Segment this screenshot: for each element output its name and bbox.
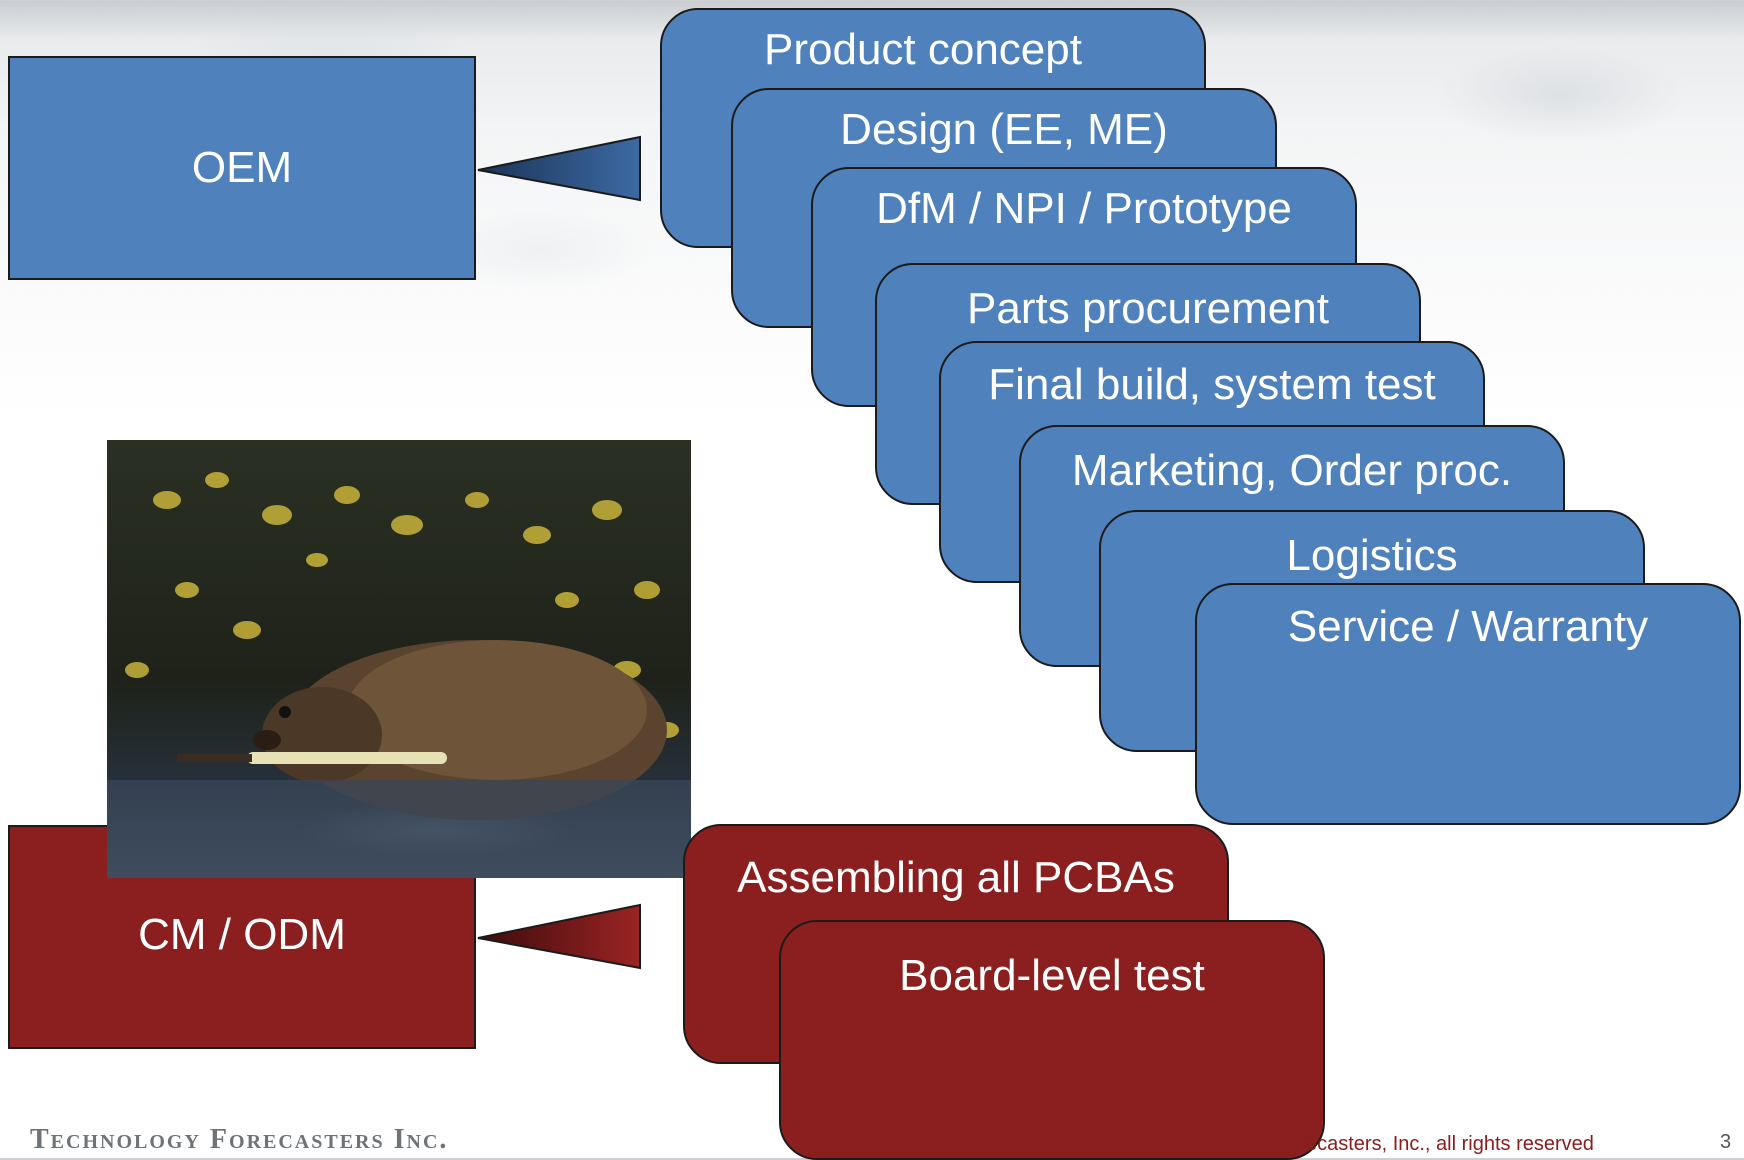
oem-label: OEM — [191, 143, 293, 192]
cm-label: CM / ODM — [138, 910, 346, 959]
page-number: 3 — [1720, 1131, 1732, 1153]
company-logo: Technology Forecasters Inc. — [30, 1124, 449, 1155]
copyright-text: ecasters, Inc., all rights reserved — [1306, 1133, 1594, 1155]
beaver-illustration — [107, 472, 691, 878]
step-board-level-test: Board-level test — [779, 920, 1325, 1160]
oem-box: OEM — [8, 56, 476, 280]
step-service-warranty: Service / Warranty — [1195, 583, 1741, 825]
cm-pointer-shape — [477, 903, 641, 970]
beaver-photo — [107, 440, 691, 878]
